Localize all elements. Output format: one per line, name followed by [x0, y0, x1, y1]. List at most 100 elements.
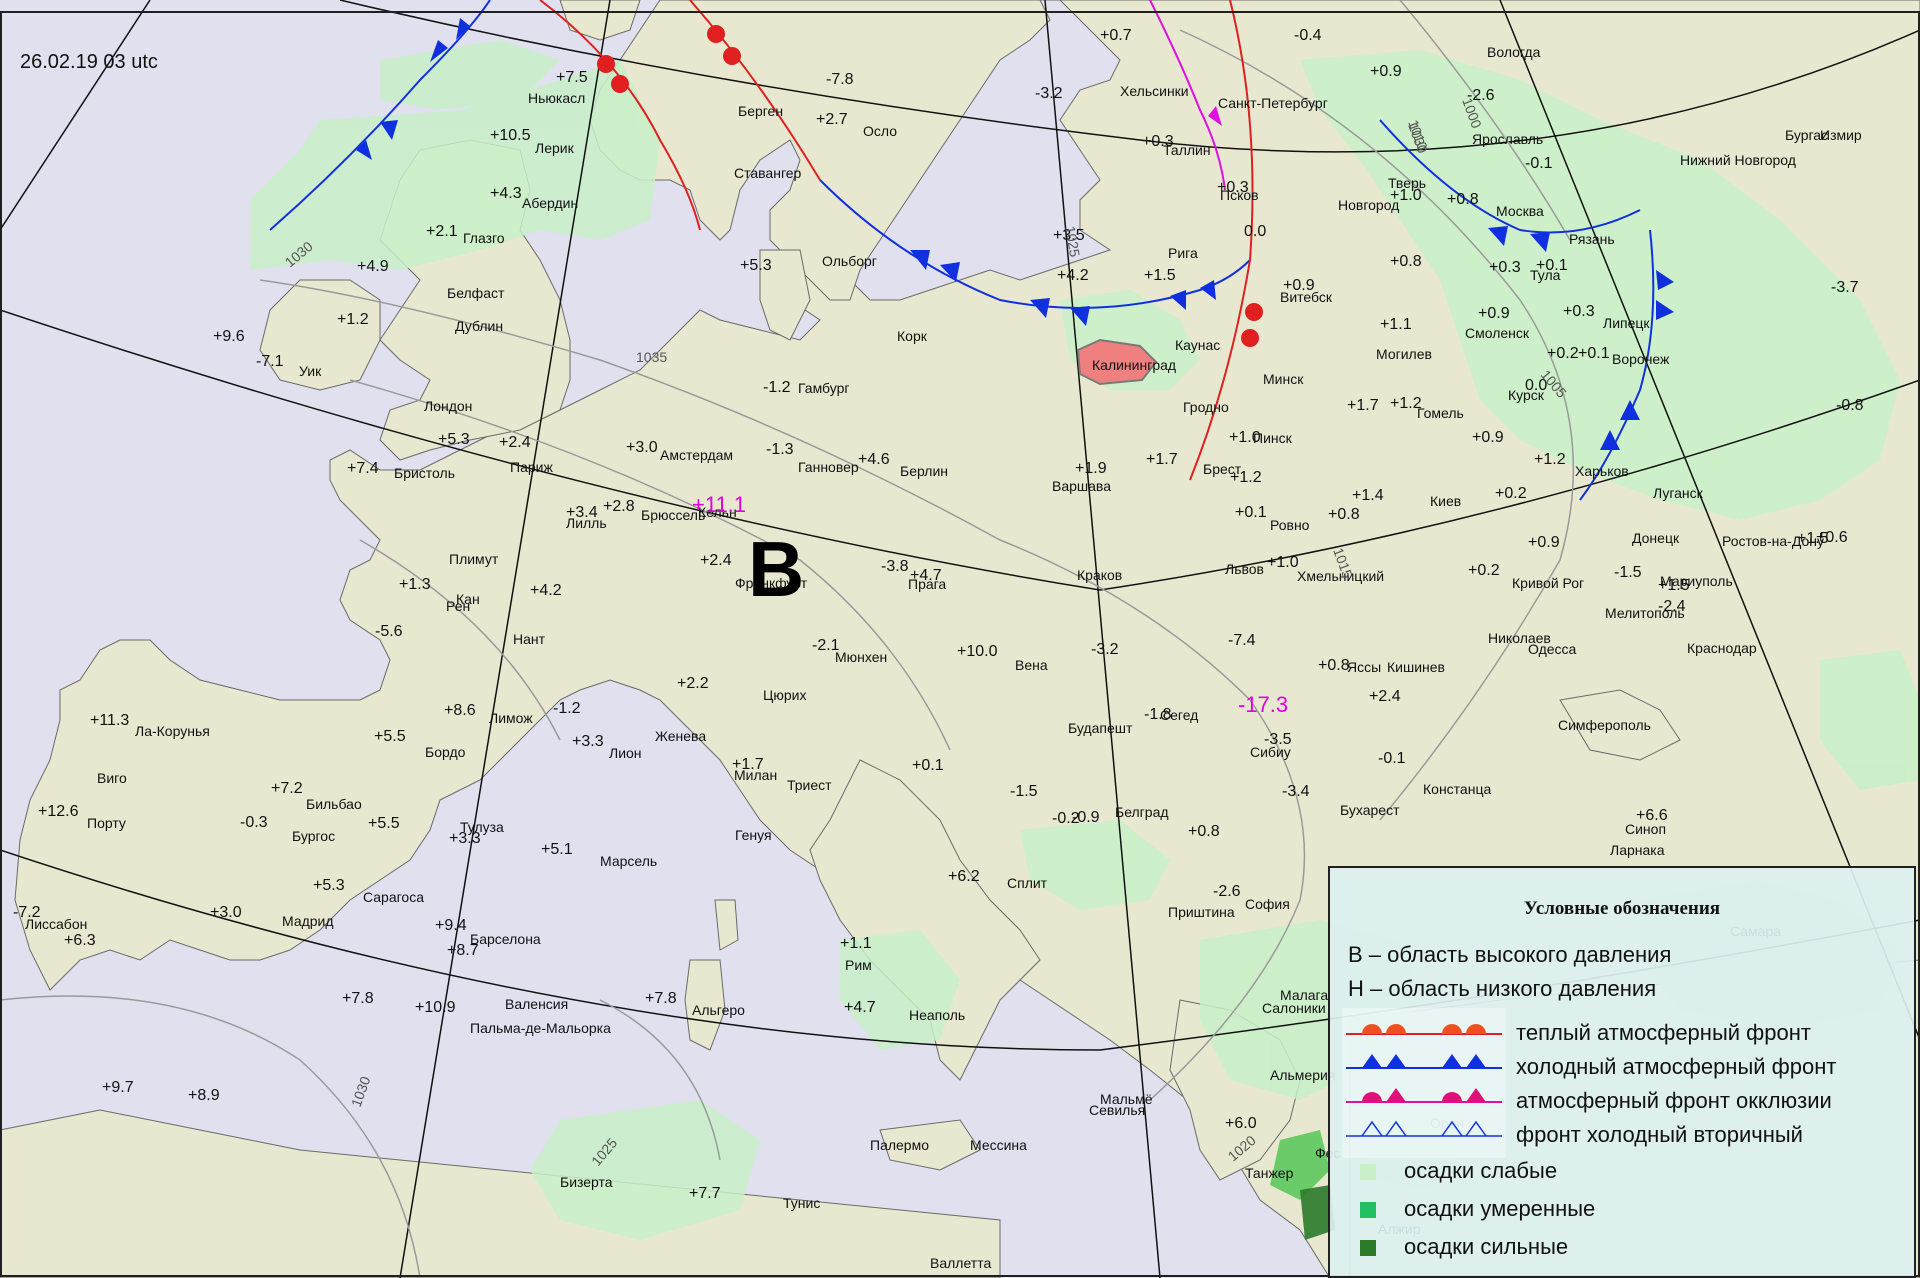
temperature-label: +6.3: [64, 932, 96, 949]
temperature-label: -0.4: [1294, 27, 1322, 44]
temperature-label: -3.7: [1831, 279, 1859, 296]
city-label: Гамбург: [798, 380, 850, 396]
city-label: Ростов-на-Дону: [1722, 533, 1824, 549]
city-label: Минск: [1263, 371, 1304, 387]
city-label: Альгеро: [692, 1002, 745, 1018]
temperature-label: +4.2: [1057, 267, 1089, 284]
city-label: Ганновер: [798, 459, 859, 475]
city-label: Абердин: [522, 195, 578, 211]
temperature-label: +0.2: [1495, 485, 1527, 502]
temperature-label: -2.6: [1213, 883, 1241, 900]
city-label: Берлин: [900, 463, 948, 479]
temperature-label: 0.0: [1525, 377, 1547, 394]
temperature-label: +7.5: [556, 69, 588, 86]
city-label: Тула: [1530, 267, 1561, 283]
city-label: Витебск: [1280, 289, 1333, 305]
temperature-label: +10.9: [415, 999, 456, 1016]
city-label: Салоники: [1262, 1000, 1326, 1016]
city-label: София: [1245, 896, 1290, 912]
temperature-label: +3.0: [210, 904, 242, 921]
temperature-label: -1.5: [1614, 564, 1642, 581]
temperature-label: +0.8: [1188, 823, 1220, 840]
city-label: Сплит: [1007, 875, 1048, 891]
map-timestamp: 26.02.19 03 utc: [20, 51, 158, 73]
city-label: Лондон: [424, 398, 472, 414]
city-label: Плимут: [449, 551, 499, 567]
city-label: Смоленск: [1465, 325, 1530, 341]
cold-front-moscow: [1379, 119, 1641, 234]
temperature-label: +0.3: [1489, 259, 1521, 276]
temperature-label: -0.9: [1072, 809, 1100, 826]
city-label: Нижний Новгород: [1680, 152, 1796, 168]
city-label: Бордо: [425, 744, 466, 760]
city-label: Варшава: [1052, 478, 1111, 494]
city-label: Мариуполь: [1660, 573, 1733, 589]
city-label: Севилья: [1089, 1102, 1145, 1118]
city-label: Рим: [845, 957, 872, 973]
temperature-label: +1.7: [1146, 451, 1178, 468]
city-label: Ла-Корунья: [135, 723, 210, 739]
temperature-label: -0.2: [1052, 810, 1080, 827]
city-label: Дублин: [455, 318, 503, 334]
temperature-label: +1.0: [1390, 187, 1422, 204]
city-label: Лиссабон: [25, 916, 87, 932]
city-label: Пинск: [1253, 430, 1293, 446]
temperature-label: +4.7: [910, 567, 942, 584]
temperature-label: +0.3: [1563, 303, 1595, 320]
temperature-label: +9.6: [213, 328, 245, 345]
city-label: Сибиу: [1250, 744, 1291, 760]
city-label: Лилль: [566, 515, 607, 531]
city-label: Пальма-де-Мальорка: [470, 1020, 611, 1036]
warm-front-symbol: [1346, 1024, 1502, 1035]
temperature-label: +0.1: [1235, 504, 1267, 521]
temperature-label: -0.3: [240, 814, 268, 831]
city-label: Николаев: [1488, 630, 1551, 646]
city-label: Тулуза: [460, 819, 504, 835]
legend-front-symbols: [1342, 1008, 1506, 1158]
temperature-label: +0.1: [1536, 257, 1568, 274]
city-label: Ларнака: [1610, 842, 1665, 858]
isobar-label: 1035: [636, 349, 667, 365]
legend-low-pressure: Н – область низкого давления: [1348, 976, 1657, 1001]
temperature-label: +1.2: [1390, 395, 1422, 412]
temperature-label: +6.6: [1636, 807, 1668, 824]
city-label: Кривой Рог: [1512, 575, 1584, 591]
city-label: Ставангер: [734, 165, 802, 181]
city-label: Тунис: [783, 1195, 820, 1211]
city-label: Одесса: [1528, 641, 1577, 657]
city-label: Амстердам: [660, 447, 733, 463]
temperature-label: +1.5: [1144, 267, 1176, 284]
city-label: Порту: [87, 815, 126, 831]
temperature-label: +6.0: [1225, 1115, 1257, 1132]
city-label: Барселона: [470, 931, 541, 947]
city-label: Краков: [1077, 567, 1122, 583]
city-label: Глазго: [463, 230, 505, 246]
temperature-label: -7.4: [1228, 632, 1256, 649]
temperature-label: +2.2: [677, 675, 709, 692]
temperature-label: +2.4: [499, 434, 531, 451]
city-label: Прага: [908, 576, 946, 592]
legend-precip-light: осадки слабые: [1404, 1158, 1558, 1183]
city-label: Хельсинки: [1120, 83, 1189, 99]
temperature-label: +2.8: [603, 498, 635, 515]
city-label: Франкфурт: [735, 575, 808, 591]
city-label: Неаполь: [909, 1007, 965, 1023]
temperature-label: +0.1: [912, 757, 944, 774]
city-label: Альмерия: [1270, 1067, 1335, 1083]
city-label: Ясcы: [1347, 659, 1381, 675]
city-label: Корк: [897, 328, 928, 344]
city-labels: БергенОслоСтавангерОльборгХельсинкиСанкт…: [25, 44, 1862, 1271]
temperature-label: +1.5: [1797, 530, 1829, 547]
city-label: Гродно: [1183, 399, 1229, 415]
city-label: Мальмё: [1100, 1091, 1153, 1107]
temperature-label: +0.9: [1478, 305, 1510, 322]
city-label: Париж: [510, 459, 553, 475]
temperature-label: +1.2: [337, 311, 369, 328]
temperature-label: +8.7: [447, 942, 479, 959]
city-label: Будапешт: [1068, 720, 1133, 736]
temperature-label: -7.2: [13, 904, 41, 921]
city-label: Валенсия: [505, 996, 568, 1012]
temperature-label: +0.1: [1578, 345, 1610, 362]
precip-light-swatch: [1360, 1164, 1376, 1180]
